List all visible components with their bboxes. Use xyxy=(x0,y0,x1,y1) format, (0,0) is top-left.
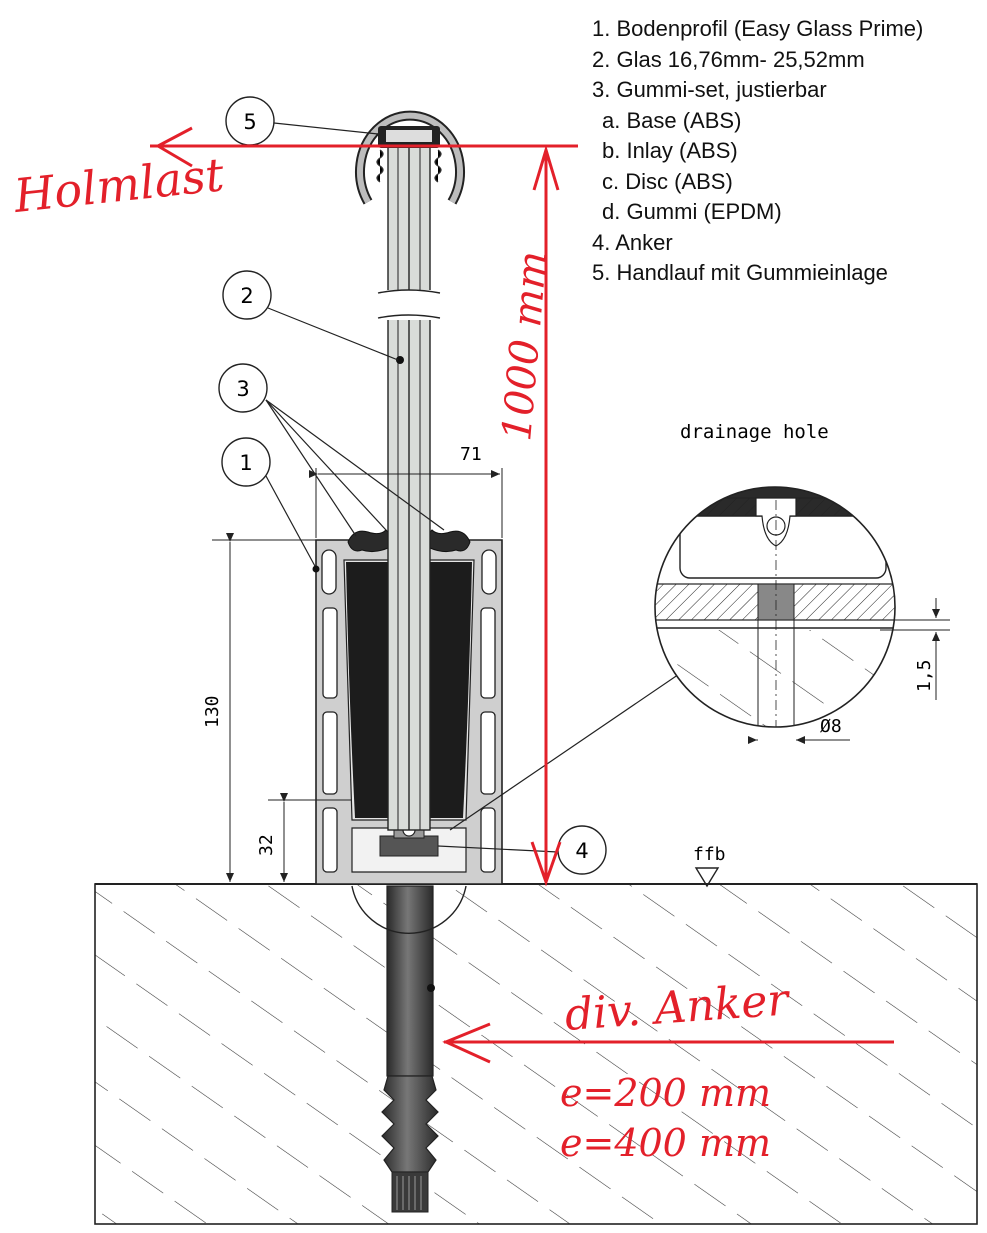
holmlast-label: Holmlast xyxy=(11,147,227,223)
detail-title: drainage hole xyxy=(680,421,829,443)
legend-item: 5. Handlauf mit Gummieinlage xyxy=(592,260,888,285)
spacing-label-1: e=200 mm xyxy=(560,1071,771,1115)
legend-item: 4. Anker xyxy=(592,229,673,255)
svg-text:5: 5 xyxy=(243,110,256,134)
drainage-detail: drainage hole Ø8 1,5 xyxy=(654,421,950,744)
hole-depth-label: 1,5 xyxy=(914,659,935,692)
dimension-base: 32 xyxy=(256,793,352,882)
svg-text:1: 1 xyxy=(239,451,252,475)
callout-3: 3 xyxy=(218,363,445,537)
dimension-height-label: 130 xyxy=(202,695,223,728)
legend-item: 2. Glas 16,76mm- 25,52mm xyxy=(592,46,865,72)
legend-subitem: d. Gummi (EPDM) xyxy=(602,199,782,224)
detail-leader xyxy=(449,667,689,831)
anchor-bolt xyxy=(351,885,467,1213)
floor-level-marker: ffb xyxy=(693,844,726,888)
callout-4: 4 xyxy=(437,825,607,875)
legend-subitem: b. Inlay (ABS) xyxy=(602,138,738,163)
legend-item: 3. Gummi-set, justierbar xyxy=(592,77,827,102)
dimension-height: 130 xyxy=(202,533,316,885)
height-annotation: 1000 mm xyxy=(494,144,562,887)
callout-2: 2 xyxy=(222,270,399,361)
hole-diameter-label: Ø8 xyxy=(820,716,842,737)
holmlast-annotation: Holmlast xyxy=(11,126,578,223)
callout-5: 5 xyxy=(225,96,379,146)
legend-subitem: c. Disc (ABS) xyxy=(602,168,733,194)
floor-label: ffb xyxy=(693,844,726,865)
dimension-base-label: 32 xyxy=(256,834,277,856)
svg-text:3: 3 xyxy=(236,377,249,401)
svg-text:2: 2 xyxy=(240,284,253,308)
svg-text:4: 4 xyxy=(575,839,588,863)
spacing-label-2: e=400 mm xyxy=(560,1121,771,1165)
callout-1: 1 xyxy=(221,437,320,573)
concrete-slab xyxy=(94,883,978,1225)
handrail xyxy=(355,110,465,205)
legend-item: 1. Bodenprofil (Easy Glass Prime) xyxy=(592,16,924,41)
parts-legend: 1. Bodenprofil (Easy Glass Prime) 2. Gla… xyxy=(592,14,923,289)
dimension-width: 71 xyxy=(309,444,503,538)
glass-panel xyxy=(370,139,450,831)
dimension-width-label: 71 xyxy=(460,444,482,465)
legend-subitem: a. Base (ABS) xyxy=(602,107,742,133)
